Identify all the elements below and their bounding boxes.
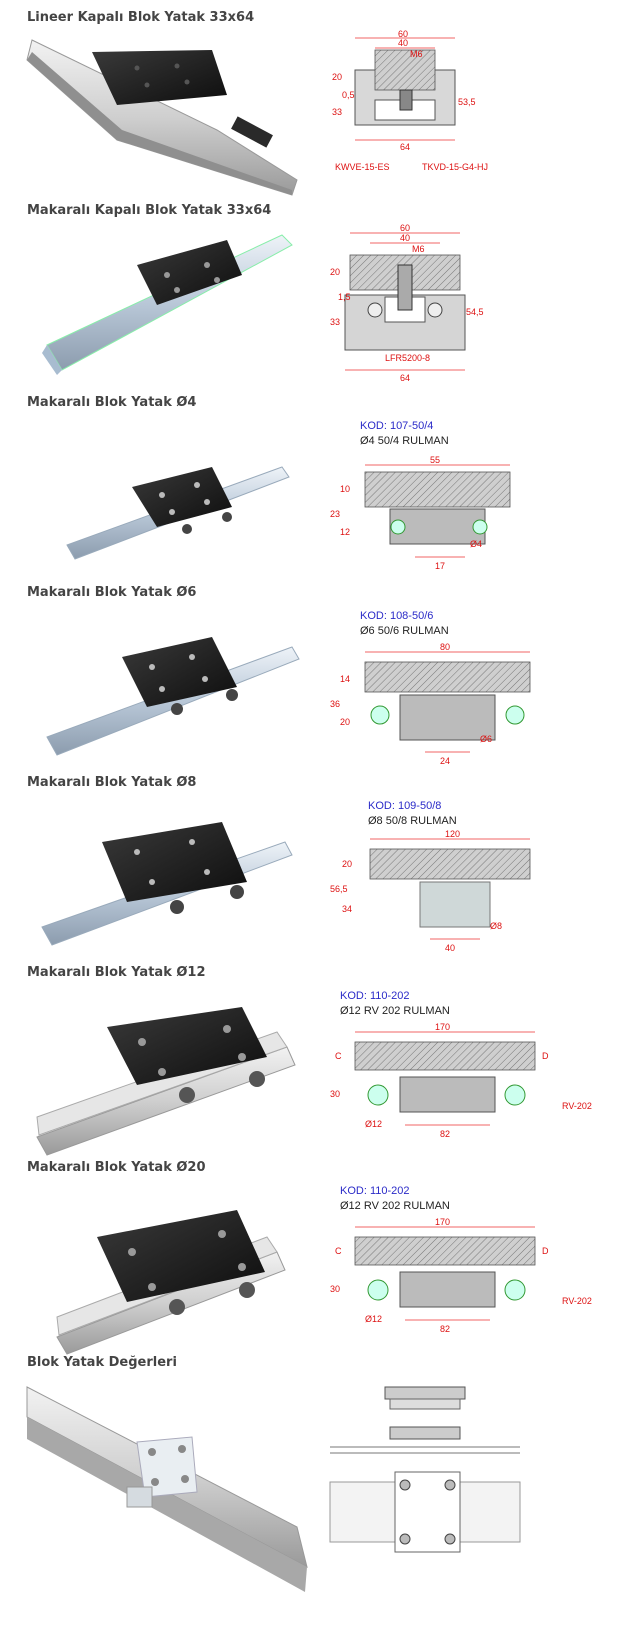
product-photo xyxy=(26,39,298,196)
dim-label: 10 xyxy=(340,484,350,494)
section-lineer-kapali: Lineer Kapalı Blok Yatak 33x64 60 40 M6 … xyxy=(0,0,630,200)
dim-label: 120 xyxy=(445,829,460,839)
bearing-spec: Ø12 RV 202 RULMAN xyxy=(340,1005,450,1017)
dim-label: Ø12 xyxy=(365,1314,382,1324)
section-title: Makaralı Blok Yatak Ø8 xyxy=(27,775,197,790)
dim-label: 53,5 xyxy=(458,97,476,107)
dim-label: 30 xyxy=(330,1284,340,1294)
product-photo xyxy=(66,466,290,560)
dim-label: M6 xyxy=(410,49,423,59)
dim-label: M6 xyxy=(412,244,425,254)
dim-label: 54,5 xyxy=(466,307,484,317)
technical-drawing: 60 40 M6 20 33 0,5 53,5 64 KWVE-15-ES TK… xyxy=(332,29,488,172)
dim-label: 64 xyxy=(400,373,410,383)
section-title: Makaralı Blok Yatak Ø4 xyxy=(27,395,197,410)
technical-drawing: KOD: 110-202 Ø12 RV 202 RULMAN 170 C D 3… xyxy=(330,1185,592,1334)
dim-label: Ø6 xyxy=(480,734,492,744)
dim-label: 56,5 xyxy=(330,884,348,894)
section-title: Makaralı Blok Yatak Ø20 xyxy=(27,1160,206,1175)
dim-label: Ø8 xyxy=(490,921,502,931)
dim-label: 20 xyxy=(330,267,340,277)
section-title: Blok Yatak Değerleri xyxy=(27,1355,177,1370)
dim-label: 40 xyxy=(398,38,408,48)
dim-label: 60 xyxy=(400,223,410,233)
bearing-spec: Ø12 RV 202 RULMAN xyxy=(340,1200,450,1212)
dim-label: 20 xyxy=(340,717,350,727)
dim-label: 60 xyxy=(398,29,408,39)
technical-drawing: 60 40 M6 20 33 1,5 54,5 LFR5200-8 64 xyxy=(330,223,484,383)
dim-label: 33 xyxy=(332,107,342,117)
dim-label: D xyxy=(542,1051,549,1061)
part-label: RV-202 xyxy=(562,1296,592,1306)
dim-label: 17 xyxy=(435,561,445,571)
dim-label: 40 xyxy=(445,943,455,953)
technical-drawing: KOD: 107-50/4 Ø4 50/4 RULMAN 55 10 23 12… xyxy=(330,420,511,571)
dim-label: C xyxy=(335,1051,342,1061)
part-label: KWVE-15-ES xyxy=(335,162,390,172)
product-code: KOD: 108-50/6 xyxy=(360,610,433,622)
dim-label: C xyxy=(335,1246,342,1256)
section-makarali-12: Makaralı Blok Yatak Ø12 KOD: 110-202 Ø12… xyxy=(0,962,630,1157)
dim-label: 1,5 xyxy=(338,292,351,302)
technical-drawing xyxy=(329,1386,521,1553)
section-title: Makaralı Blok Yatak Ø6 xyxy=(27,585,197,600)
section-blok-yatak-degerleri: Blok Yatak Değerleri xyxy=(0,1352,630,1650)
dim-label: 64 xyxy=(400,142,410,152)
part-label: TKVD-15-G4-HJ xyxy=(422,162,488,172)
dim-label: 82 xyxy=(440,1324,450,1334)
product-photo xyxy=(46,637,300,756)
dim-label: 170 xyxy=(435,1217,450,1227)
dim-label: 34 xyxy=(342,904,352,914)
section-title: Lineer Kapalı Blok Yatak 33x64 xyxy=(27,10,255,25)
technical-drawing: KOD: 110-202 Ø12 RV 202 RULMAN 170 C D 3… xyxy=(330,990,592,1139)
section-title: Makaralı Kapalı Blok Yatak 33x64 xyxy=(27,203,272,218)
part-label: LFR5200-8 xyxy=(385,353,430,363)
dim-label: D xyxy=(542,1246,549,1256)
dim-label: 20 xyxy=(342,859,352,869)
dim-label: 24 xyxy=(440,756,450,766)
dim-label: Ø4 xyxy=(470,539,482,549)
dim-label: Ø12 xyxy=(365,1119,382,1129)
dim-label: 33 xyxy=(330,317,340,327)
product-code: KOD: 110-202 xyxy=(340,990,410,1002)
product-code: KOD: 107-50/4 xyxy=(360,420,433,432)
section-makarali-8: Makaralı Blok Yatak Ø8 KOD: 109-50/8 Ø8 … xyxy=(0,772,630,962)
technical-drawing: KOD: 109-50/8 Ø8 50/8 RULMAN 120 20 56,5… xyxy=(330,800,531,953)
dim-label: 82 xyxy=(440,1129,450,1139)
product-photo xyxy=(26,1386,308,1592)
bearing-spec: Ø6 50/6 RULMAN xyxy=(360,625,449,637)
section-title: Makaralı Blok Yatak Ø12 xyxy=(27,965,206,980)
dim-label: 80 xyxy=(440,642,450,652)
product-photo xyxy=(36,1007,296,1156)
product-photo xyxy=(42,234,293,375)
dim-label: 30 xyxy=(330,1089,340,1099)
dim-label: 20 xyxy=(332,72,342,82)
dim-label: 14 xyxy=(340,674,350,684)
section-makarali-kapali: Makaralı Kapalı Blok Yatak 33x64 60 40 M… xyxy=(0,200,630,395)
product-code: KOD: 110-202 xyxy=(340,1185,410,1197)
product-photo xyxy=(41,822,293,946)
product-code: KOD: 109-50/8 xyxy=(368,800,441,812)
dim-label: 23 xyxy=(330,509,340,519)
section-makarali-4: Makaralı Blok Yatak Ø4 KOD: 107-50/4 Ø4 … xyxy=(0,392,630,582)
bearing-spec: Ø8 50/8 RULMAN xyxy=(368,815,457,827)
section-makarali-6: Makaralı Blok Yatak Ø6 KOD: 108-50/6 Ø6 … xyxy=(0,582,630,772)
dim-label: 170 xyxy=(435,1022,450,1032)
dim-label: 0,5 xyxy=(342,90,355,100)
part-label: RV-202 xyxy=(562,1101,592,1111)
technical-drawing: KOD: 108-50/6 Ø6 50/6 RULMAN 80 14 36 20… xyxy=(330,610,531,766)
product-photo xyxy=(56,1210,286,1355)
dim-label: 40 xyxy=(400,233,410,243)
dim-label: 36 xyxy=(330,699,340,709)
dim-label: 55 xyxy=(430,455,440,465)
bearing-spec: Ø4 50/4 RULMAN xyxy=(360,435,449,447)
section-makarali-20: Makaralı Blok Yatak Ø20 KOD: 110-202 Ø12… xyxy=(0,1157,630,1355)
dim-label: 12 xyxy=(340,527,350,537)
